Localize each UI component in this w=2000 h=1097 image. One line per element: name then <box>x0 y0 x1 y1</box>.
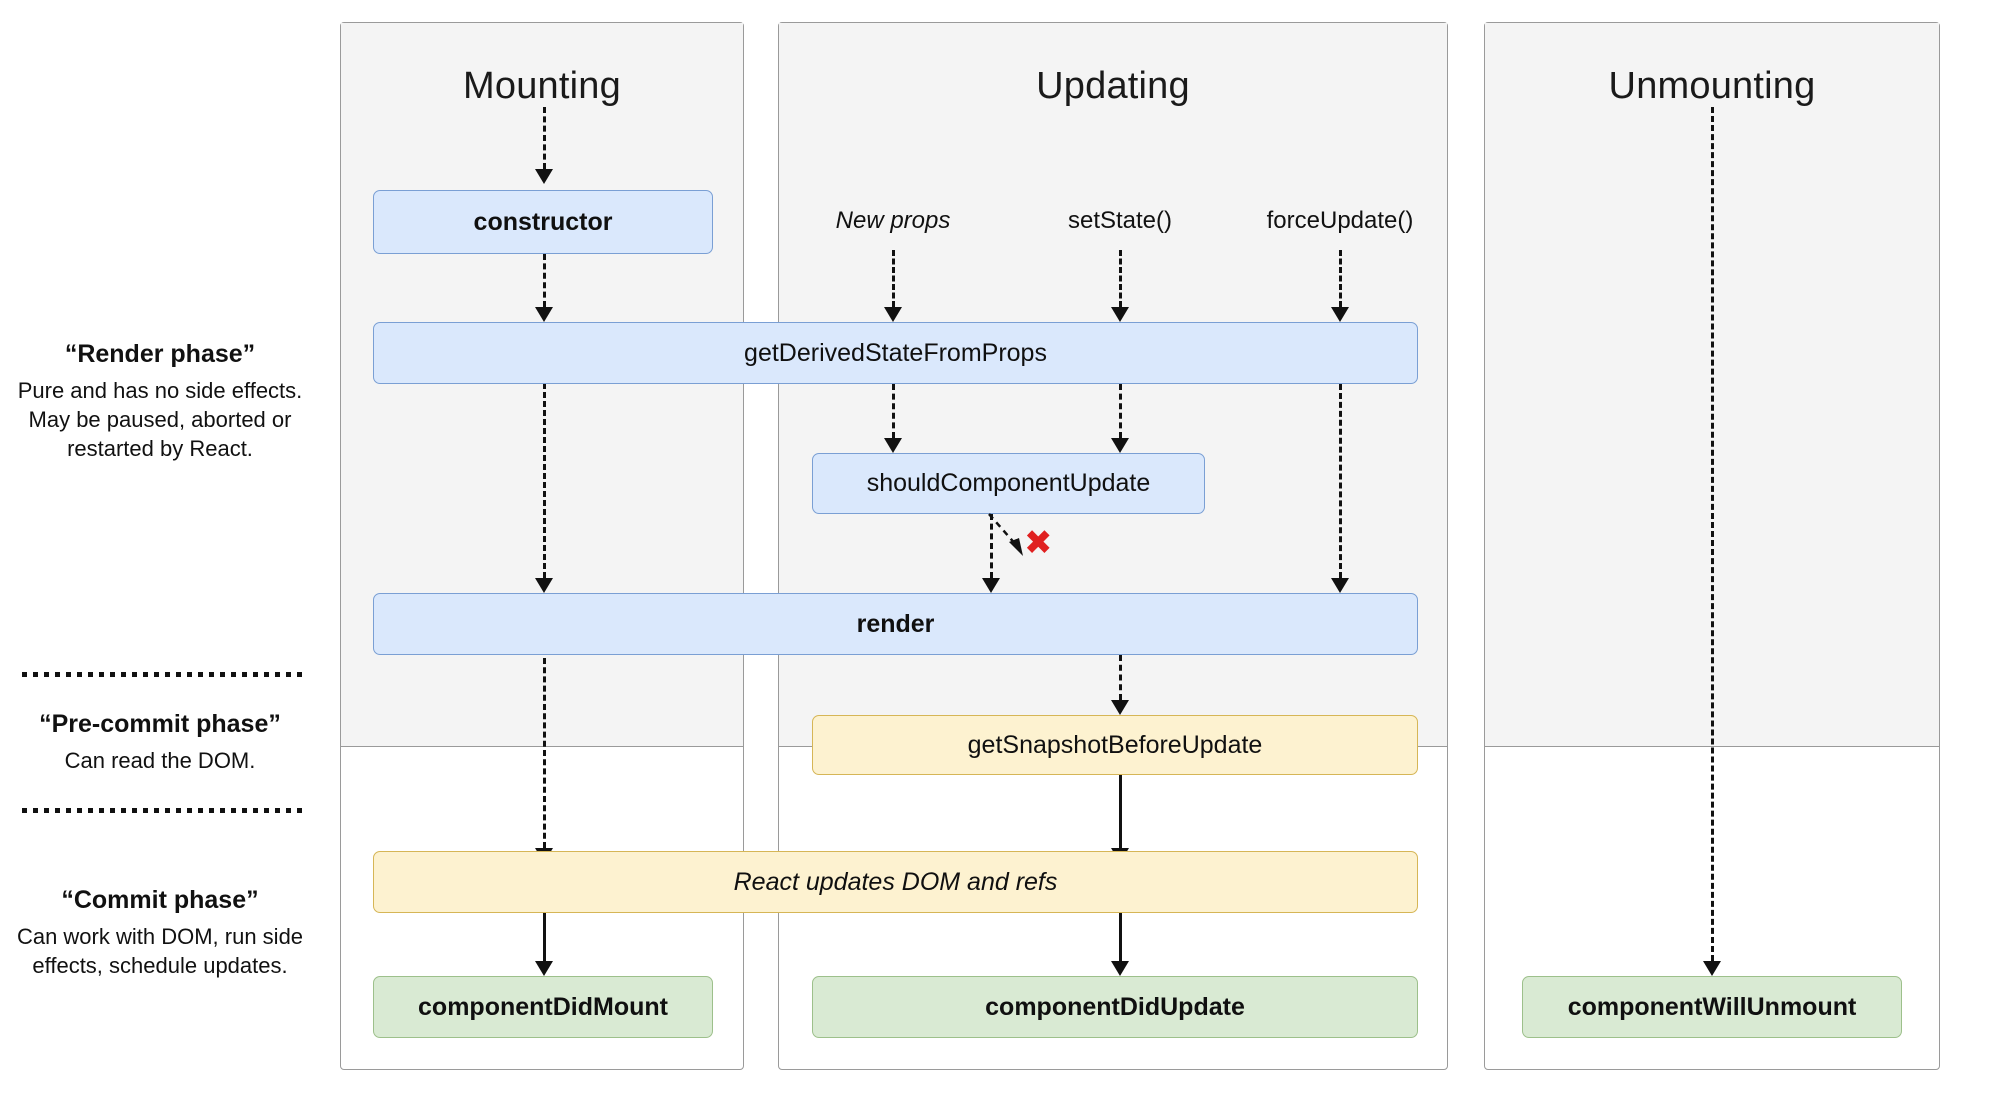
arrowhead-render-mounting <box>535 578 553 593</box>
phase-description-pre-commit: Can read the DOM. <box>64 748 256 773</box>
node-constructor-label: constructor <box>473 207 613 236</box>
trigger-set-state: setState() <box>1068 207 1172 235</box>
node-get-derived-state-from-props-label: getDerivedStateFromProps <box>744 338 1047 367</box>
arrowhead-forceupdate-gdsfp <box>1331 307 1349 322</box>
arrowhead-snapshot <box>1111 700 1129 715</box>
arrowhead-gdsfp-mounting <box>535 307 553 322</box>
reject-marker-icon: ✖ <box>1024 526 1053 560</box>
node-component-will-unmount-label: componentWillUnmount <box>1567 992 1857 1021</box>
node-should-component-update-label: shouldComponentUpdate <box>866 469 1151 498</box>
arrowhead-component-did-mount <box>535 961 553 976</box>
reject-marker-glyph: ✖ <box>1024 524 1053 562</box>
phase-description-commit: Can work with DOM, run side effects, sch… <box>16 924 304 979</box>
arrow-scu-to-render <box>990 514 993 578</box>
arrow-constructor-to-gdsfp <box>543 254 546 307</box>
column-title-mounting: Mounting <box>463 65 621 107</box>
trigger-set-state-label: setState() <box>1067 207 1173 234</box>
column-title-updating: Updating <box>1036 65 1190 107</box>
arrowhead-component-will-unmount <box>1703 961 1721 976</box>
node-get-snapshot-before-update[interactable]: getSnapshotBeforeUpdate <box>812 715 1418 775</box>
arrowhead-constructor <box>535 169 553 184</box>
arrow-reactupdates-to-cdm <box>543 913 546 961</box>
arrow-gdsfp-to-scu-right <box>1119 384 1122 438</box>
trigger-force-update: forceUpdate() <box>1267 207 1414 235</box>
arrow-gdsfp-to-scu-left <box>892 384 895 438</box>
node-component-will-unmount[interactable]: componentWillUnmount <box>1522 976 1902 1038</box>
node-component-did-update-label: componentDidUpdate <box>985 992 1245 1021</box>
phase-description-render: Pure and has no side effects. May be pau… <box>17 378 303 462</box>
node-component-did-mount[interactable]: componentDidMount <box>373 976 713 1038</box>
phase-legend-render: “Render phase” Pure and has no side effe… <box>10 340 310 463</box>
phase-title-commit: “Commit phase” <box>61 886 259 914</box>
phase-legend-commit: “Commit phase” Can work with DOM, run si… <box>10 886 310 980</box>
phase-title-render: “Render phase” <box>64 340 256 368</box>
node-render[interactable]: render <box>373 593 1418 655</box>
trigger-new-props-label: New props <box>835 207 951 234</box>
arrowhead-render-updating <box>982 578 1000 593</box>
arrow-setstate-to-gdsfp <box>1119 250 1122 307</box>
node-component-did-mount-label: componentDidMount <box>418 992 668 1021</box>
node-react-updates-dom-label: React updates DOM and refs <box>733 867 1058 896</box>
column-title-unmounting: Unmounting <box>1608 65 1816 107</box>
node-react-updates-dom[interactable]: React updates DOM and refs <box>373 851 1418 913</box>
phase-title-pre-commit: “Pre-commit phase” <box>39 710 281 738</box>
arrowhead-scu-left <box>884 438 902 453</box>
arrowhead-scu-right <box>1111 438 1129 453</box>
arrow-snapshot-to-reactupdates <box>1119 775 1122 848</box>
arrow-unmount-start-to-cwu <box>1711 107 1714 961</box>
arrow-scu-rejected <box>988 513 1023 556</box>
arrow-gdsfp-to-render-forceupdate <box>1339 384 1342 578</box>
arrow-newprops-to-gdsfp <box>892 250 895 307</box>
node-constructor[interactable]: constructor <box>373 190 713 254</box>
arrow-start-to-constructor <box>543 107 546 169</box>
arrowhead-newprops-gdsfp <box>884 307 902 322</box>
node-get-snapshot-before-update-label: getSnapshotBeforeUpdate <box>967 730 1263 759</box>
phase-divider-bottom <box>22 808 306 813</box>
arrowhead-render-forceupdate <box>1331 578 1349 593</box>
arrow-render-to-reactupdates-mounting <box>543 658 546 848</box>
arrowhead-setstate-gdsfp <box>1111 307 1129 322</box>
node-get-derived-state-from-props[interactable]: getDerivedStateFromProps <box>373 322 1418 384</box>
trigger-new-props: New props <box>836 207 951 235</box>
phase-legend-pre-commit: “Pre-commit phase” Can read the DOM. <box>10 710 310 775</box>
trigger-force-update-label: forceUpdate() <box>1266 207 1414 234</box>
node-should-component-update[interactable]: shouldComponentUpdate <box>812 453 1205 514</box>
arrowhead-component-did-update <box>1111 961 1129 976</box>
arrow-reactupdates-to-cdu <box>1119 913 1122 961</box>
node-render-label: render <box>856 609 935 638</box>
arrow-forceupdate-to-gdsfp <box>1339 250 1342 307</box>
arrow-gdsfp-to-render-mounting <box>543 383 546 578</box>
node-component-did-update[interactable]: componentDidUpdate <box>812 976 1418 1038</box>
phase-divider-top <box>22 672 306 677</box>
arrow-render-to-snapshot <box>1119 655 1122 700</box>
